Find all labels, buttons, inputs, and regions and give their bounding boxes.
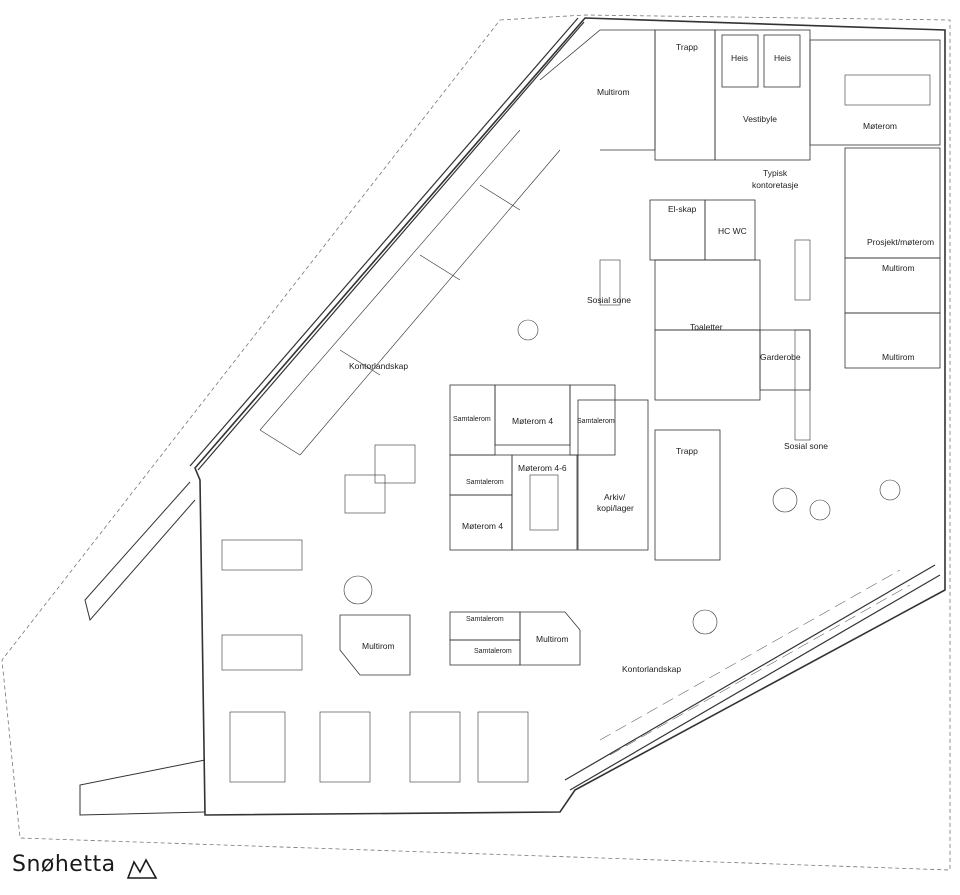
label-kontorlandskap-2: Kontorlandskap bbox=[622, 664, 681, 674]
label-heis-1: Heis bbox=[731, 53, 748, 63]
label-heis-2: Heis bbox=[774, 53, 791, 63]
label-typisk-2: kontoretasje bbox=[752, 180, 799, 190]
meeting-table-top bbox=[844, 74, 931, 106]
desk-block-3 bbox=[229, 711, 286, 783]
facade-northwest bbox=[189, 17, 585, 471]
label-moterom-4b: Møterom 4 bbox=[462, 521, 503, 531]
site-boundary bbox=[1, 14, 951, 871]
label-samtalerom-5: Samtalerom bbox=[474, 648, 512, 655]
moterom-46-table bbox=[529, 474, 559, 531]
samtalerom-3-room bbox=[449, 454, 513, 496]
left-wing-lower bbox=[79, 759, 206, 816]
label-multirom-top: Multirom bbox=[597, 87, 630, 97]
label-kontorlandskap-1: Kontorlandskap bbox=[349, 361, 408, 371]
desk-block-2 bbox=[221, 634, 303, 671]
label-trapp-mid: Trapp bbox=[676, 446, 698, 456]
label-sosial-sone-2: Sosial sone bbox=[784, 441, 828, 451]
round-table-3 bbox=[772, 487, 798, 513]
label-hc-wc: HC WC bbox=[718, 226, 747, 236]
label-sosial-sone-1: Sosial sone bbox=[587, 295, 631, 305]
desk-block-6 bbox=[477, 711, 529, 783]
lounge-sofa-1 bbox=[344, 474, 386, 514]
label-vestibyle: Vestibyle bbox=[743, 114, 777, 124]
toilets bbox=[654, 259, 761, 331]
label-moterom-46: Møterom 4-6 bbox=[518, 463, 567, 473]
label-moterom-top: Møterom bbox=[863, 121, 897, 131]
facade-southeast bbox=[564, 564, 941, 791]
multiroom-top-walls bbox=[539, 29, 656, 151]
desk-block-4 bbox=[319, 711, 371, 783]
round-table-6 bbox=[692, 609, 718, 635]
moterom-4a-room bbox=[494, 384, 571, 446]
label-multirom-right1: Multirom bbox=[882, 263, 915, 273]
label-samtalerom-4: Samtalerom bbox=[466, 616, 504, 623]
vestibule bbox=[714, 29, 811, 161]
left-wing-upper bbox=[84, 481, 196, 622]
archive-room bbox=[577, 399, 649, 551]
moterom-4b-room bbox=[449, 494, 513, 551]
label-moterom-4a: Møterom 4 bbox=[512, 416, 553, 426]
lounge-sofa-2 bbox=[374, 444, 416, 484]
multiroom-right-2 bbox=[844, 312, 941, 369]
social-table-1 bbox=[599, 259, 621, 306]
label-multirom-low1: Multirom bbox=[362, 641, 395, 651]
label-trapp-top: Trapp bbox=[676, 42, 698, 52]
label-prosjekt: Prosjekt/møterom bbox=[867, 237, 934, 247]
multiroom-low-2-walls bbox=[519, 611, 581, 666]
label-arkiv-1: Arkiv/ bbox=[604, 492, 626, 502]
diagonal-desks bbox=[259, 129, 561, 456]
toilets-lower bbox=[654, 329, 761, 401]
label-samtalerom-2: Samtalerom bbox=[577, 418, 615, 425]
label-typisk-1: Typisk bbox=[763, 168, 788, 178]
elevator-1 bbox=[721, 34, 759, 88]
label-el-skap: El-skap bbox=[668, 204, 697, 214]
building-outline bbox=[194, 17, 946, 816]
southeast-desks bbox=[599, 569, 911, 756]
round-table-2 bbox=[517, 319, 539, 341]
samtalerom-2-room bbox=[569, 384, 616, 456]
round-table-1 bbox=[343, 575, 373, 605]
label-garderobe: Garderobe bbox=[760, 352, 801, 362]
multiroom-low-1-walls bbox=[339, 614, 411, 676]
label-arkiv-2: kopi/lager bbox=[597, 503, 634, 513]
social-table-3 bbox=[794, 329, 811, 441]
round-table-5 bbox=[879, 479, 901, 501]
stair-core-mid bbox=[654, 429, 721, 561]
label-multirom-low2: Multirom bbox=[536, 634, 569, 644]
label-multirom-right2: Multirom bbox=[882, 352, 915, 362]
desk-block-1 bbox=[221, 539, 303, 571]
meeting-room-top bbox=[809, 39, 941, 146]
brand-name: Snøhetta bbox=[12, 852, 116, 877]
label-toaletter: Toaletter bbox=[690, 322, 723, 332]
label-samtalerom-3: Samtalerom bbox=[466, 479, 504, 486]
label-samtalerom-1: Samtalerom bbox=[453, 416, 491, 423]
social-table-2 bbox=[794, 239, 811, 301]
desk-block-5 bbox=[409, 711, 461, 783]
round-table-4 bbox=[809, 499, 831, 521]
elevator-2 bbox=[763, 34, 801, 88]
mountain-logo-icon bbox=[126, 858, 158, 879]
